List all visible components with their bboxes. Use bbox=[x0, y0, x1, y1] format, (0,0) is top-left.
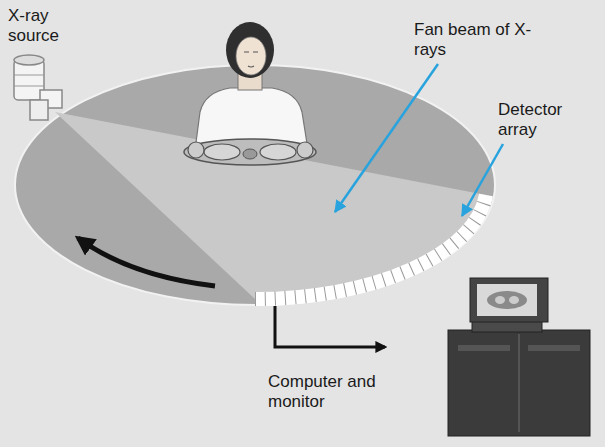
xray-source bbox=[14, 55, 62, 120]
rotation-arrow bbox=[78, 238, 215, 286]
part-label: Fan beam of X-rays bbox=[414, 20, 534, 60]
part-label: Computer and monitor bbox=[268, 372, 378, 412]
part-label: Detector array bbox=[498, 100, 578, 140]
leader-line bbox=[335, 64, 438, 212]
detector-cells bbox=[255, 195, 486, 299]
fan-beam bbox=[55, 112, 486, 299]
signal-arrow bbox=[275, 306, 385, 347]
part-label: X-ray source bbox=[8, 6, 78, 46]
detector-array bbox=[255, 195, 486, 299]
gantry-disk bbox=[15, 65, 495, 305]
patient bbox=[184, 22, 316, 165]
leader-line bbox=[462, 144, 503, 216]
computer bbox=[448, 278, 590, 436]
